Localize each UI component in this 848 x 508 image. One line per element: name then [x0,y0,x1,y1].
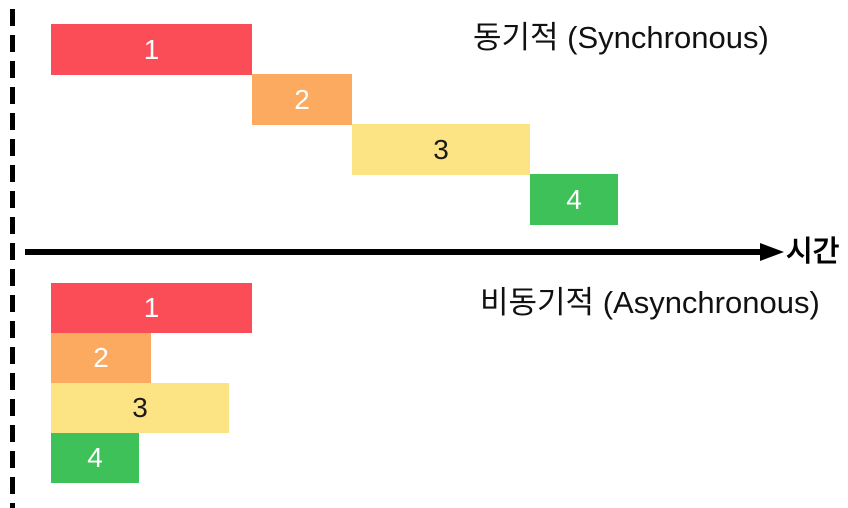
task-bar-sync-4: 4 [530,174,618,225]
task-bar-sync-1: 1 [51,24,252,75]
time-axis-label: 시간 [786,236,840,268]
task-bar-async-3: 3 [51,383,229,433]
async-section-title: 비동기적 (Asynchronous) [480,285,820,320]
task-bar-sync-3: 3 [352,124,530,175]
task-bar-sync-2: 2 [252,74,352,125]
sync-section-title: 동기적 (Synchronous) [473,20,769,55]
time-axis-arrow [25,243,784,261]
task-bar-async-4: 4 [51,433,139,483]
task-bar-async-2: 2 [51,333,151,383]
timeline-start-dashed-line [10,9,15,508]
task-bar-async-1: 1 [51,283,252,333]
arrowhead-icon [760,243,784,261]
